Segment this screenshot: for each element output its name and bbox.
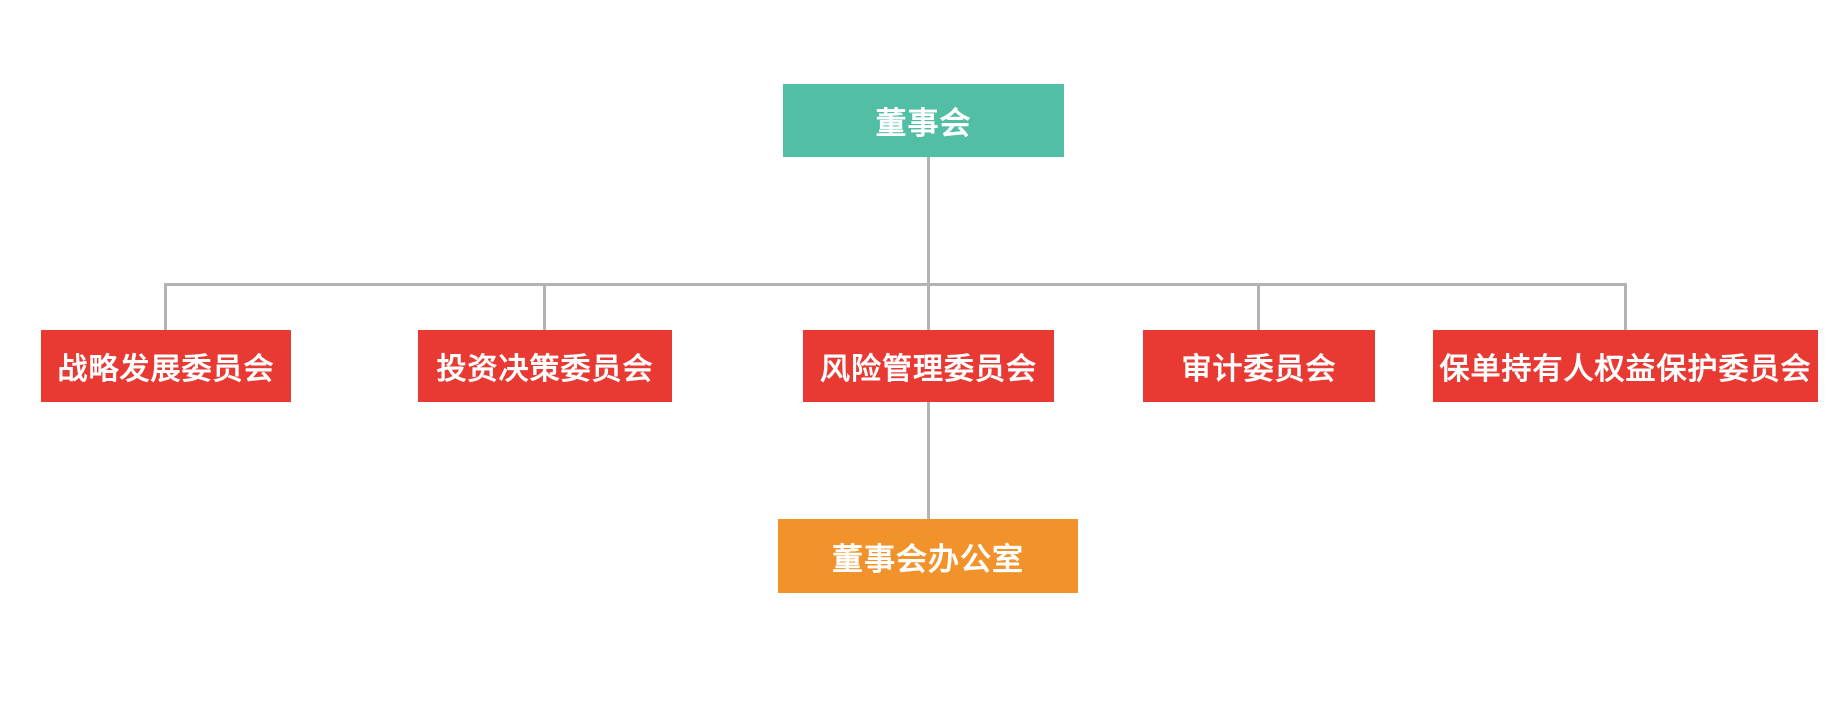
connector-bus-to-risk (927, 283, 930, 330)
org-node-risk-management-committee: 风险管理委员会 (803, 330, 1054, 402)
org-node-policyholder-rights-protection-committee: 保单持有人权益保护委员会 (1433, 330, 1818, 402)
connector-bus-to-investment (543, 283, 546, 330)
connector-bus-to-policyholder (1624, 283, 1627, 330)
org-node-investment-decision-committee: 投资决策委员会 (418, 330, 672, 402)
connector-horizontal-bus (164, 283, 1627, 286)
connector-board-to-bus (927, 157, 930, 283)
connector-bus-to-strategy (164, 283, 167, 330)
org-node-strategy-development-committee: 战略发展委员会 (41, 330, 291, 402)
org-node-audit-committee: 审计委员会 (1143, 330, 1375, 402)
org-node-board-of-directors: 董事会 (783, 84, 1064, 157)
connector-risk-to-office (927, 402, 930, 519)
org-node-board-office: 董事会办公室 (778, 519, 1078, 593)
connector-bus-to-audit (1257, 283, 1260, 330)
